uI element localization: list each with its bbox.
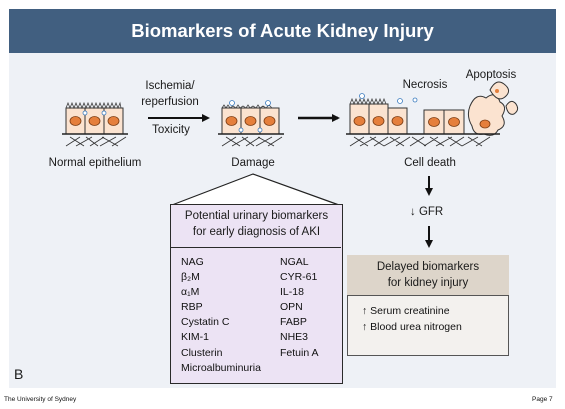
damaged-epithelium-graphic	[218, 100, 284, 147]
title-bar: Biomarkers of Acute Kidney Injury	[9, 9, 556, 54]
slide-title: Biomarkers of Acute Kidney Injury	[131, 20, 434, 41]
early-right-item: OPN	[280, 301, 303, 313]
damage-callout-triangle	[171, 173, 340, 206]
normal-epithelium-graphic	[62, 101, 128, 147]
panel-letter: B	[14, 366, 24, 382]
early-right-item: Fetuin A	[280, 347, 319, 359]
early-right-item: FABP	[280, 316, 307, 328]
delayed-biomarkers-header	[347, 255, 509, 296]
gfr-label: ↓ GFR	[410, 206, 444, 218]
early-box-title-line2: for early diagnosis of AKI	[192, 226, 321, 238]
damage-label: Damage	[231, 157, 275, 169]
early-left-item: Cystatin C	[181, 316, 230, 328]
toxicity-label: Toxicity	[152, 124, 190, 136]
early-right-item: CYR-61	[280, 271, 318, 283]
reperfusion-label: reperfusion	[141, 96, 199, 108]
cell-death-epithelium-graphic	[346, 81, 519, 147]
early-left-item: α₁M	[181, 286, 200, 298]
footer-right: Page 7	[532, 396, 553, 403]
normal-epithelium-label: Normal epithelium	[48, 157, 142, 169]
delayed-box-title-line1: Delayed biomarkers	[376, 261, 480, 273]
delayed-box-title-line2: for kidney injury	[387, 277, 469, 289]
delayed-item: ↑ Serum creatinine	[362, 305, 450, 317]
early-left-item: KIM-1	[181, 331, 210, 343]
early-right-item: NHE3	[280, 331, 309, 343]
early-biomarkers-box	[170, 204, 343, 384]
delayed-item: ↑ Blood urea nitrogen	[362, 321, 462, 333]
early-left-item: RBP	[181, 301, 203, 313]
early-left-item: Microalbuminuria	[181, 362, 261, 374]
necrosis-label: Necrosis	[402, 79, 448, 91]
early-right-item: NGAL	[280, 256, 309, 268]
early-box-title-line1: Potential urinary biomarkers	[184, 210, 329, 222]
early-right-item: IL-18	[280, 286, 304, 298]
early-left-item: Clusterin	[181, 347, 223, 359]
early-left-item: NAG	[181, 256, 204, 268]
early-biomarkers-header	[170, 204, 341, 248]
apoptosis-label: Apoptosis	[465, 69, 517, 81]
footer-left: The University of Sydney	[4, 396, 77, 403]
early-left-item: β₂M	[181, 271, 200, 283]
ischemia-label: Ischemia/	[145, 80, 195, 92]
cell-death-label: Cell death	[404, 157, 456, 169]
